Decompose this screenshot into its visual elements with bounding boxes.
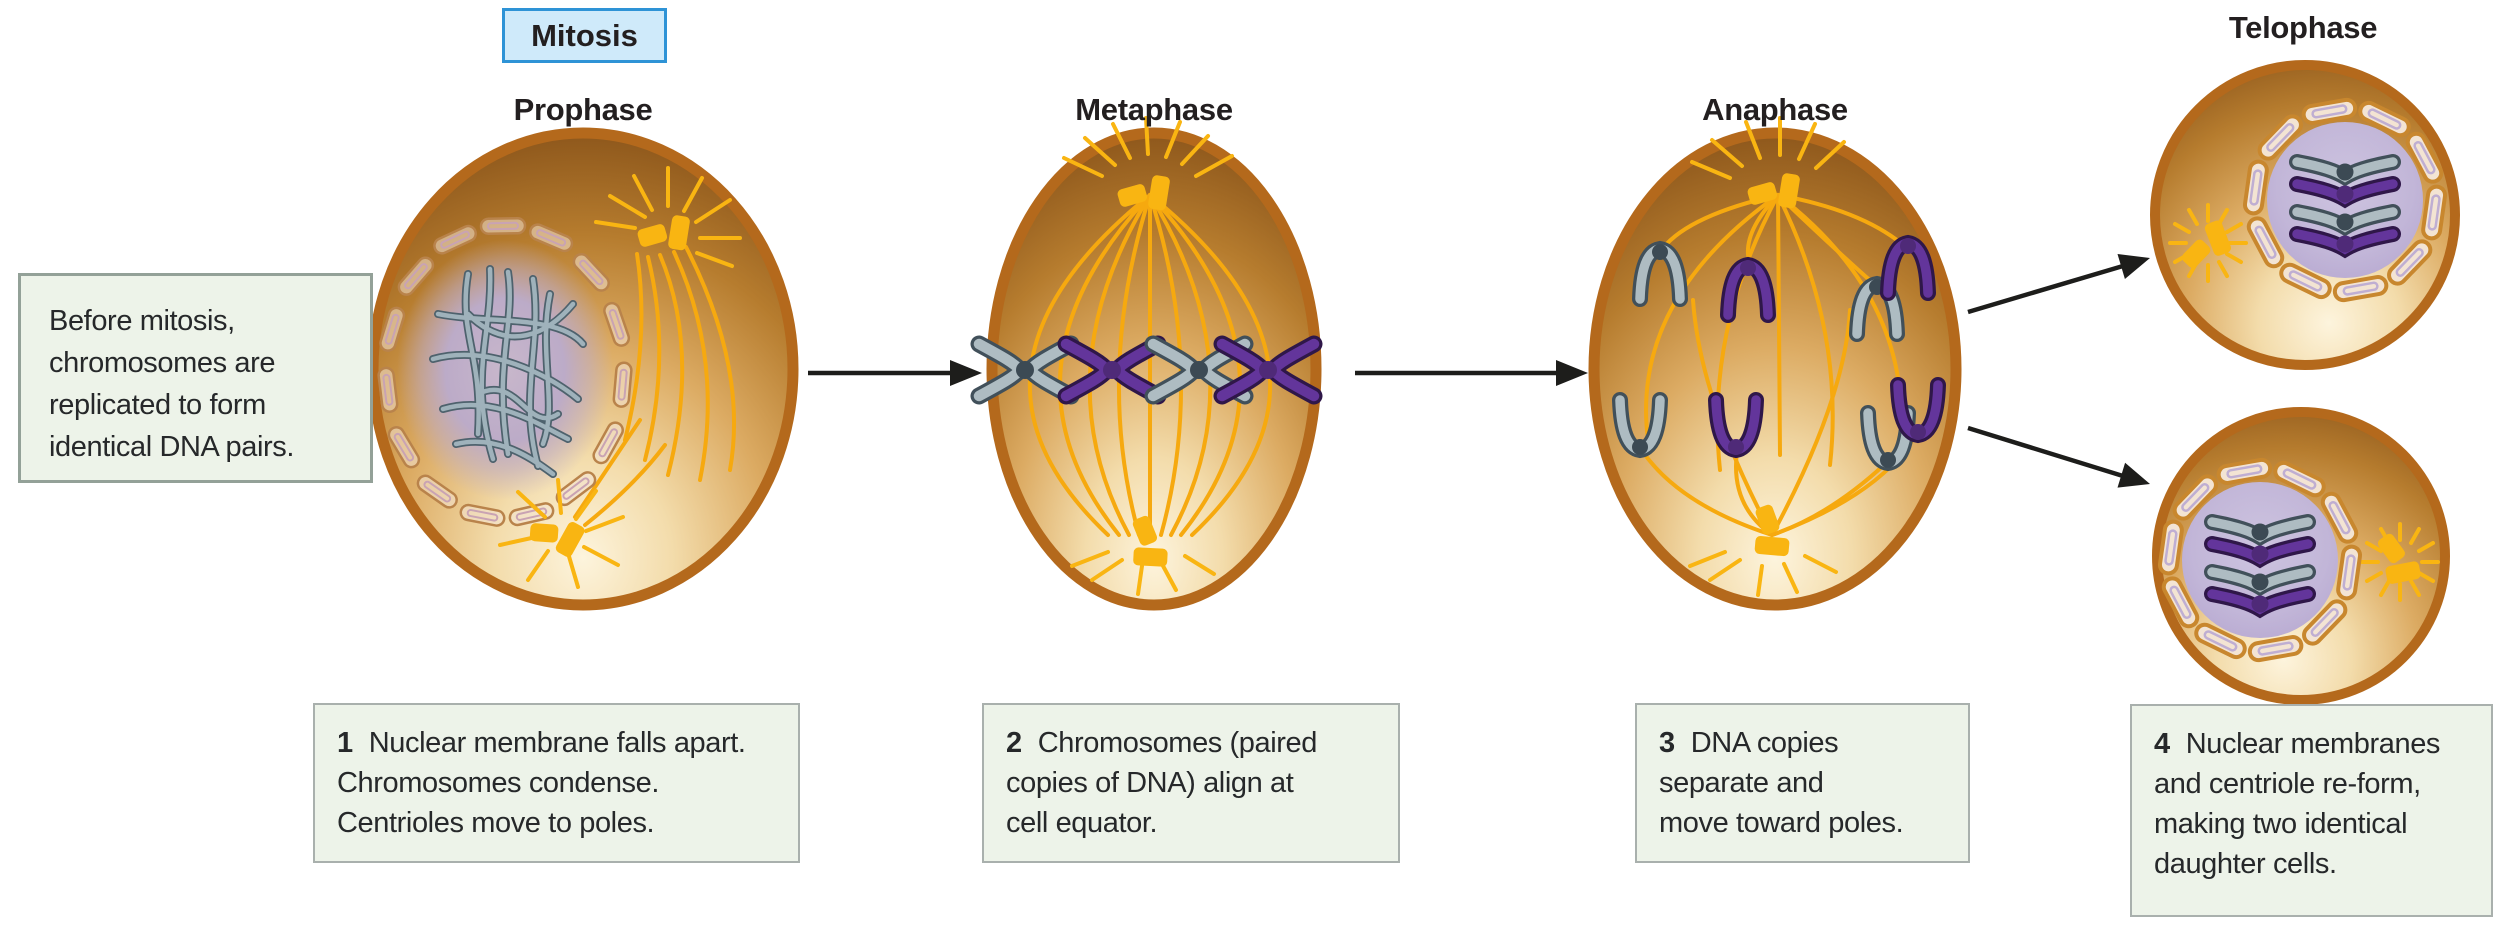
before-mitosis-note: Before mitosis, chromosomes are replicat… (18, 273, 373, 483)
metaphase-centrosome-top (1062, 116, 1234, 211)
metaphase-centrosome-bottom (1070, 512, 1216, 596)
caption-step-2: 2 Chromosomes (paired copies of DNA) alig… (982, 703, 1400, 863)
step-number: 3 (1659, 727, 1675, 759)
metaphase-cell (979, 116, 1322, 611)
phase-label-metaphase: Metaphase (1075, 92, 1233, 127)
telophase-top-nucleus (2267, 122, 2423, 278)
caption-line: making two identical (2154, 808, 2408, 840)
caption-step-3: 3 DNA copies separate and move toward pol… (1635, 703, 1970, 863)
caption-step-4: 4 Nuclear membranes and centriole re-form… (2130, 704, 2493, 917)
caption-text: Chromosomes (paired (1037, 727, 1318, 759)
note-line: Before mitosis, (49, 305, 235, 337)
note-line: identical DNA pairs. (49, 431, 295, 463)
telophase-cell-bottom (2152, 407, 2450, 705)
caption-line: Centrioles move to poles. (337, 807, 655, 839)
caption-line: 4 Nuclear membranes (2154, 724, 2479, 764)
caption-text: Nuclear membrane falls apart. (368, 727, 746, 759)
caption-step-1: 1 Nuclear membrane falls apart. Chromosom… (313, 703, 800, 863)
prophase-spindle-fibers (573, 245, 736, 527)
prophase-centrosome-bottom (498, 478, 625, 589)
caption-text: DNA copies (1690, 727, 1839, 759)
caption-line: 3 DNA copies (1659, 723, 1956, 763)
telophase-bottom-nucleus (2182, 482, 2338, 638)
phase-label-prophase: Prophase (513, 92, 653, 127)
caption-line: separate and (1659, 767, 1824, 799)
caption-line: 2 Chromosomes (paired (1006, 723, 1386, 763)
phase-label-telophase: Telophase (2228, 10, 2378, 45)
prophase-centrosome-top (594, 166, 742, 268)
note-line: replicated to form (49, 389, 266, 421)
anaphase-centrosome-bottom (1688, 502, 1838, 597)
telophase-cell-top (2150, 60, 2460, 370)
caption-line: Chromosomes condense. (337, 767, 660, 799)
prophase-cell (367, 127, 799, 611)
caption-line: cell equator. (1006, 807, 1158, 839)
arrow-anaphase-to-telophase-bottom (1967, 425, 2150, 488)
step-number: 4 (2154, 728, 2170, 760)
caption-line: copies of DNA) align at (1006, 767, 1294, 799)
caption-line: and centriole re-form, (2154, 768, 2421, 800)
step-number: 2 (1006, 727, 1022, 759)
caption-line: daughter cells. (2154, 848, 2337, 880)
anaphase-centrosome-top (1690, 116, 1846, 209)
arrow-anaphase-to-telophase-top (1967, 254, 2150, 315)
arrow-metaphase-to-anaphase (1355, 360, 1588, 386)
chromatin-threads (429, 265, 587, 478)
arrow-prophase-to-metaphase (808, 360, 982, 386)
phase-label-anaphase: Anaphase (1702, 92, 1848, 127)
caption-line: 1 Nuclear membrane falls apart. (337, 723, 786, 763)
prophase-nucleus (397, 240, 613, 500)
mitosis-title-box: Mitosis (502, 8, 667, 63)
caption-line: move toward poles. (1659, 807, 1904, 839)
step-number: 1 (337, 727, 353, 759)
caption-text: Nuclear membranes (2185, 728, 2441, 760)
anaphase-cell (1588, 116, 1962, 611)
mitosis-title: Mitosis (531, 17, 638, 53)
note-line: chromosomes are (49, 347, 276, 379)
